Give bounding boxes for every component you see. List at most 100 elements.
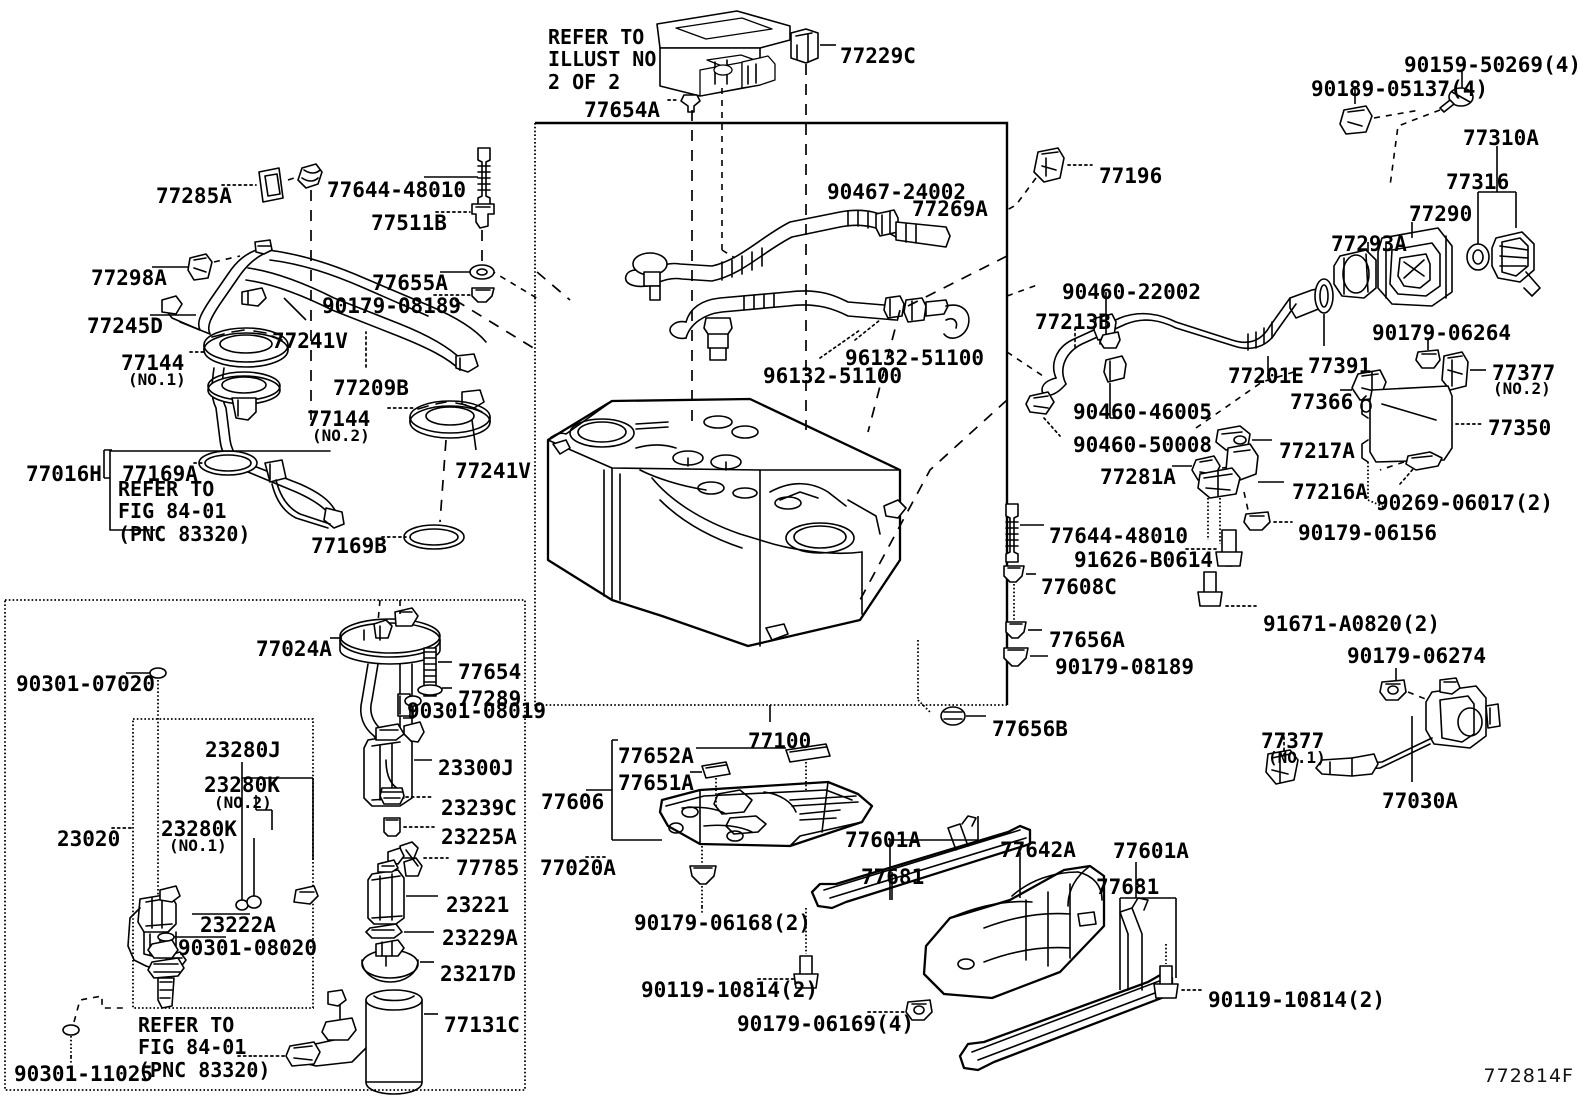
part-number-no2: (NO.2) bbox=[214, 793, 272, 812]
clip-90269-06017 bbox=[1405, 451, 1443, 471]
part-number-77217a: 77217A bbox=[1279, 439, 1355, 463]
part-number-77169a: 77169A bbox=[122, 462, 198, 486]
part-number-77169b: 77169B bbox=[311, 534, 387, 558]
part-number-77366: 77366 bbox=[1290, 390, 1354, 414]
part-number-77681: 77681 bbox=[861, 865, 925, 889]
part-number-77681: 77681 bbox=[1096, 875, 1160, 899]
heat-insulator-77642A bbox=[922, 864, 1106, 1000]
evap-hose-assembly bbox=[624, 209, 951, 301]
part-number-77656a: 77656A bbox=[1049, 628, 1125, 652]
grommet-77608C bbox=[1003, 565, 1025, 583]
part-number-9017908189: 90179-08189 bbox=[322, 294, 462, 318]
nut-90179-08189 bbox=[471, 287, 495, 303]
clamp-90460-46005 bbox=[1025, 391, 1055, 415]
part-number-77293a: 77293A bbox=[1331, 232, 1407, 256]
part-number-77229c: 77229C bbox=[840, 44, 916, 68]
part-number-90189051374: 90189-05137(4) bbox=[1311, 77, 1489, 101]
clip-77298A bbox=[187, 253, 213, 281]
part-number-23280j: 23280J bbox=[205, 738, 281, 762]
part-number-77785: 77785 bbox=[456, 856, 520, 880]
valve-77644-48010-left bbox=[297, 163, 323, 189]
o-ring-90301-11025 bbox=[62, 1024, 80, 1036]
part-number-77030a: 77030A bbox=[1382, 789, 1458, 813]
part-number-77144: 77144 bbox=[307, 407, 371, 431]
part-number-77245d: 77245D bbox=[87, 314, 163, 338]
filter-23229A bbox=[365, 923, 403, 939]
plug-77511B bbox=[471, 203, 495, 229]
part-number-no1: (NO.1) bbox=[169, 836, 227, 855]
part-number-77020a: 77020A bbox=[540, 856, 616, 880]
inset-right-fitting bbox=[293, 885, 319, 905]
valve-77644-48010-right bbox=[1005, 503, 1019, 563]
fuel-pump-inset-box bbox=[4, 599, 526, 1091]
part-number-7764448010: 77644-48010 bbox=[1049, 524, 1189, 548]
filter-23217D bbox=[361, 939, 419, 983]
fuel-sender-23020 bbox=[127, 885, 187, 971]
fuel-filter-23300J bbox=[363, 723, 413, 807]
part-number-77310a: 77310A bbox=[1463, 126, 1539, 150]
inset-bottom-plug bbox=[147, 957, 185, 1009]
clip-77377-no1 bbox=[1265, 749, 1299, 785]
part-number-23217d: 23217D bbox=[440, 962, 516, 986]
fuel-lid-77350 bbox=[1360, 385, 1453, 463]
part-number-77377: 77377 bbox=[1261, 729, 1325, 753]
part-number-9046724002: 90467-24002 bbox=[827, 180, 967, 204]
part-number-77654a: 77654A bbox=[584, 98, 660, 122]
part-number-77656b: 77656B bbox=[992, 717, 1068, 741]
tube-cap-77241V-right bbox=[409, 400, 491, 439]
part-number-23300j: 23300J bbox=[438, 756, 514, 780]
part-number-77144: 77144 bbox=[121, 351, 185, 375]
heat-insulator-77020A bbox=[658, 780, 874, 848]
part-number-77196: 77196 bbox=[1099, 164, 1163, 188]
part-number-77285a: 77285A bbox=[156, 184, 232, 208]
part-number-9017908189: 90179-08189 bbox=[1055, 655, 1195, 679]
part-number-77652a: 77652A bbox=[618, 744, 694, 768]
figure-id: 772814F bbox=[1483, 1065, 1574, 1087]
part-number-23222a: 23222A bbox=[200, 913, 276, 937]
part-number-9017906274: 90179-06274 bbox=[1347, 644, 1487, 668]
part-number-77100: 77100 bbox=[748, 729, 812, 753]
part-number-7764448010: 77644-48010 bbox=[327, 178, 467, 202]
part-number-77377: 77377 bbox=[1492, 361, 1556, 385]
inset-connector-hose bbox=[285, 989, 367, 1067]
part-number-23020: 23020 bbox=[57, 827, 121, 851]
part-number-77241v: 77241V bbox=[455, 459, 531, 483]
clip-77377-no2 bbox=[1441, 351, 1469, 391]
part-number-23280k: 23280K bbox=[161, 817, 237, 841]
o-ring-77169B bbox=[403, 524, 465, 550]
grommet-90179-06168 bbox=[689, 865, 717, 885]
filler-pipe-77201E bbox=[1041, 288, 1327, 397]
spring-77654 bbox=[423, 647, 437, 697]
sender-inset-box bbox=[132, 718, 314, 1009]
o-ring-77391 bbox=[1314, 278, 1334, 314]
part-number-90159502694: 90159-50269(4) bbox=[1404, 53, 1582, 77]
charcoal-canister-illustration bbox=[656, 10, 791, 97]
part-number-77298a: 77298A bbox=[91, 266, 167, 290]
part-number-77601a: 77601A bbox=[1113, 839, 1189, 863]
part-number-77654: 77654 bbox=[458, 660, 522, 684]
part-number-90179061682: 90179-06168(2) bbox=[634, 911, 812, 935]
part-number-no1: (NO.1) bbox=[1268, 748, 1326, 767]
part-number-90269060172: 90269-06017(2) bbox=[1376, 491, 1554, 515]
part-number-90119108142: 90119-10814(2) bbox=[641, 978, 819, 1002]
part-number-23221: 23221 bbox=[446, 893, 510, 917]
bush-23225A bbox=[383, 817, 401, 837]
fuel-door-opener-77030A bbox=[1315, 677, 1501, 777]
part-number-no2: (NO.2) bbox=[1493, 379, 1551, 398]
part-number-77241v: 77241V bbox=[272, 329, 348, 353]
screw-90159-50269 bbox=[1439, 87, 1474, 113]
clip-90189-05137 bbox=[1339, 105, 1373, 135]
part-number-77269a: 77269A bbox=[912, 197, 988, 221]
nut-90179-08189-right bbox=[1003, 647, 1029, 667]
part-number-90179061694: 90179-06169(4) bbox=[737, 1012, 915, 1036]
bracket-77681-left bbox=[810, 815, 1032, 910]
part-number-77350: 77350 bbox=[1488, 416, 1552, 440]
part-number-9613251100: 96132-51100 bbox=[763, 364, 903, 388]
washer-77655A bbox=[469, 264, 495, 280]
part-number-77316: 77316 bbox=[1446, 170, 1510, 194]
part-number-77016h: 77016H bbox=[26, 462, 102, 486]
